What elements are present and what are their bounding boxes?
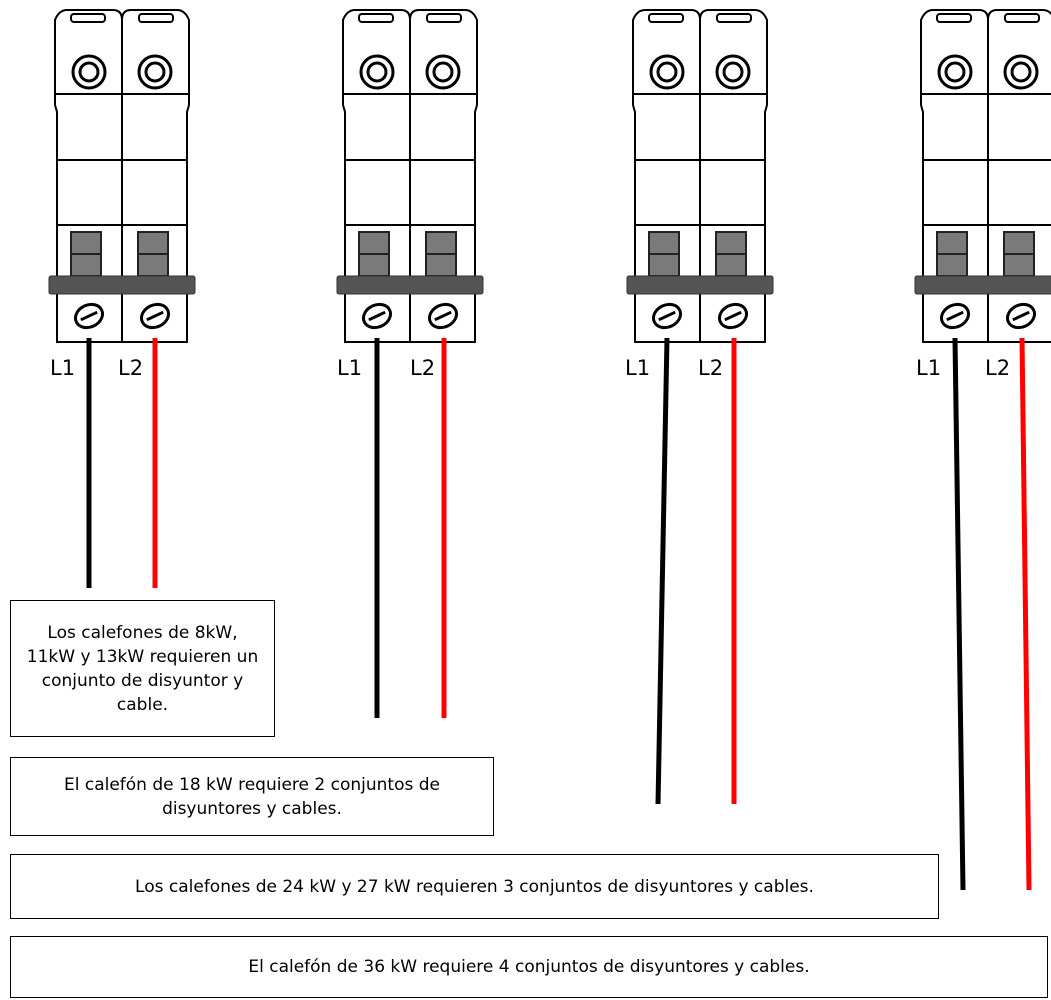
breaker-1 [47, 8, 197, 344]
breaker-2 [335, 8, 485, 344]
l1-label: L1 [50, 356, 76, 380]
breaker-4 [913, 8, 1051, 344]
note-two-sets: El calefón de 18 kW requiere 2 conjuntos… [10, 757, 494, 836]
l2-label: L2 [985, 356, 1011, 380]
wire-l1-4 [952, 337, 966, 891]
l1-label: L1 [916, 356, 942, 380]
note-three-sets: Los calefones de 24 kW y 27 kW requieren… [10, 854, 939, 919]
note-four-sets: El calefón de 36 kW requiere 4 conjuntos… [10, 936, 1048, 998]
wire-l2-4 [1019, 337, 1032, 891]
l1-label: L1 [625, 356, 651, 380]
l2-label: L2 [410, 356, 436, 380]
breaker-3 [625, 8, 775, 344]
l2-label: L2 [118, 356, 144, 380]
l2-label: L2 [698, 356, 724, 380]
wire-l1-3 [655, 337, 670, 805]
l1-label: L1 [337, 356, 363, 380]
note-one-set: Los calefones de 8kW, 11kW y 13kW requie… [10, 600, 275, 737]
